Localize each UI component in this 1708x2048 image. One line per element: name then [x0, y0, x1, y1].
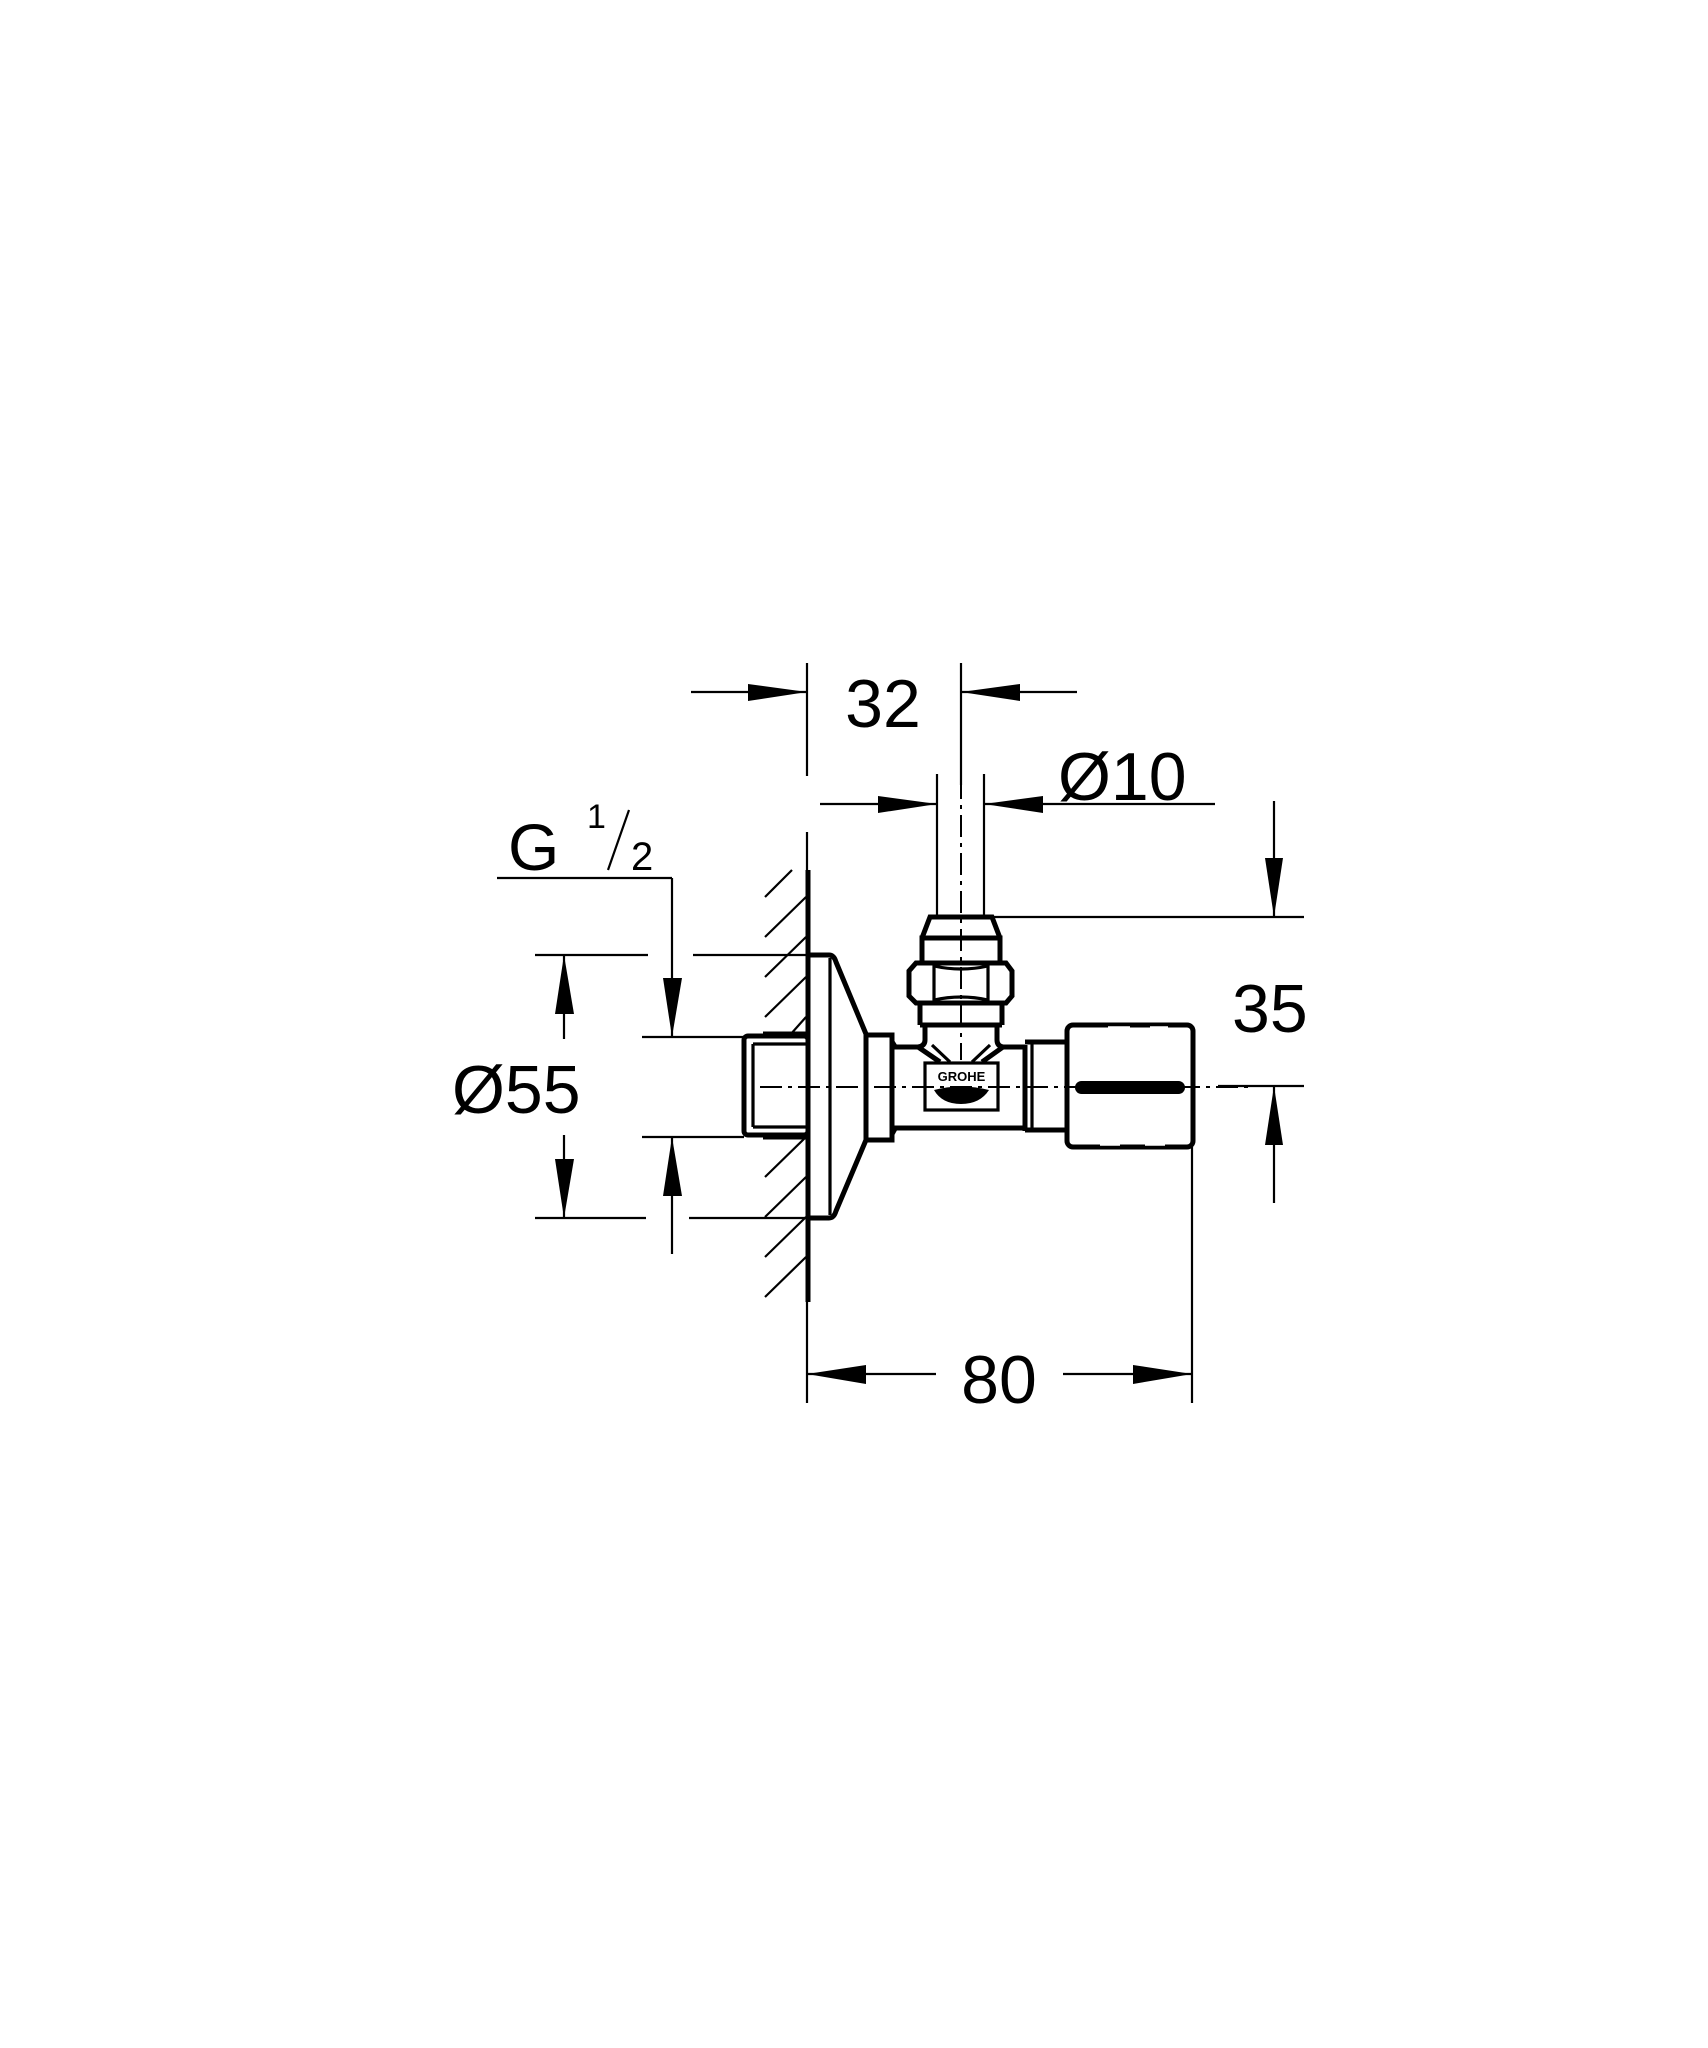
dimension-diameter-10: Ø10	[820, 739, 1215, 815]
thread-callout-denominator: 2	[631, 835, 653, 879]
inlet-thread	[741, 1031, 811, 1140]
dimension-35: 35	[992, 801, 1308, 1203]
angle-valve: GROHE	[741, 663, 1250, 1221]
outlet-neck	[911, 1022, 1010, 1065]
brand-logo-text: GROHE	[938, 1069, 986, 1084]
brand-logo-waves-icon	[934, 1086, 989, 1104]
wall	[764, 832, 811, 1403]
dimension-35-label: 35	[1232, 971, 1308, 1047]
compression-nut	[906, 914, 1015, 1025]
dimension-80-label: 80	[961, 1342, 1037, 1418]
thread-callout-main: G	[508, 810, 559, 884]
thread-fraction-slash	[606, 809, 631, 871]
dimension-diameter-10-label: Ø10	[1058, 739, 1187, 815]
dimension-32-label: 32	[845, 666, 921, 742]
thread-callout-g-half: G 1 2	[497, 798, 744, 1254]
dimension-80: 80	[807, 1147, 1194, 1418]
dimension-diameter-55-label: Ø55	[452, 1052, 581, 1128]
dimension-diameter-55: Ø55	[452, 953, 808, 1220]
dimension-32: 32	[691, 663, 1077, 785]
thread-callout-numerator: 1	[587, 798, 606, 836]
wall-hatching	[764, 869, 807, 1298]
outlet-pipe	[935, 774, 986, 917]
